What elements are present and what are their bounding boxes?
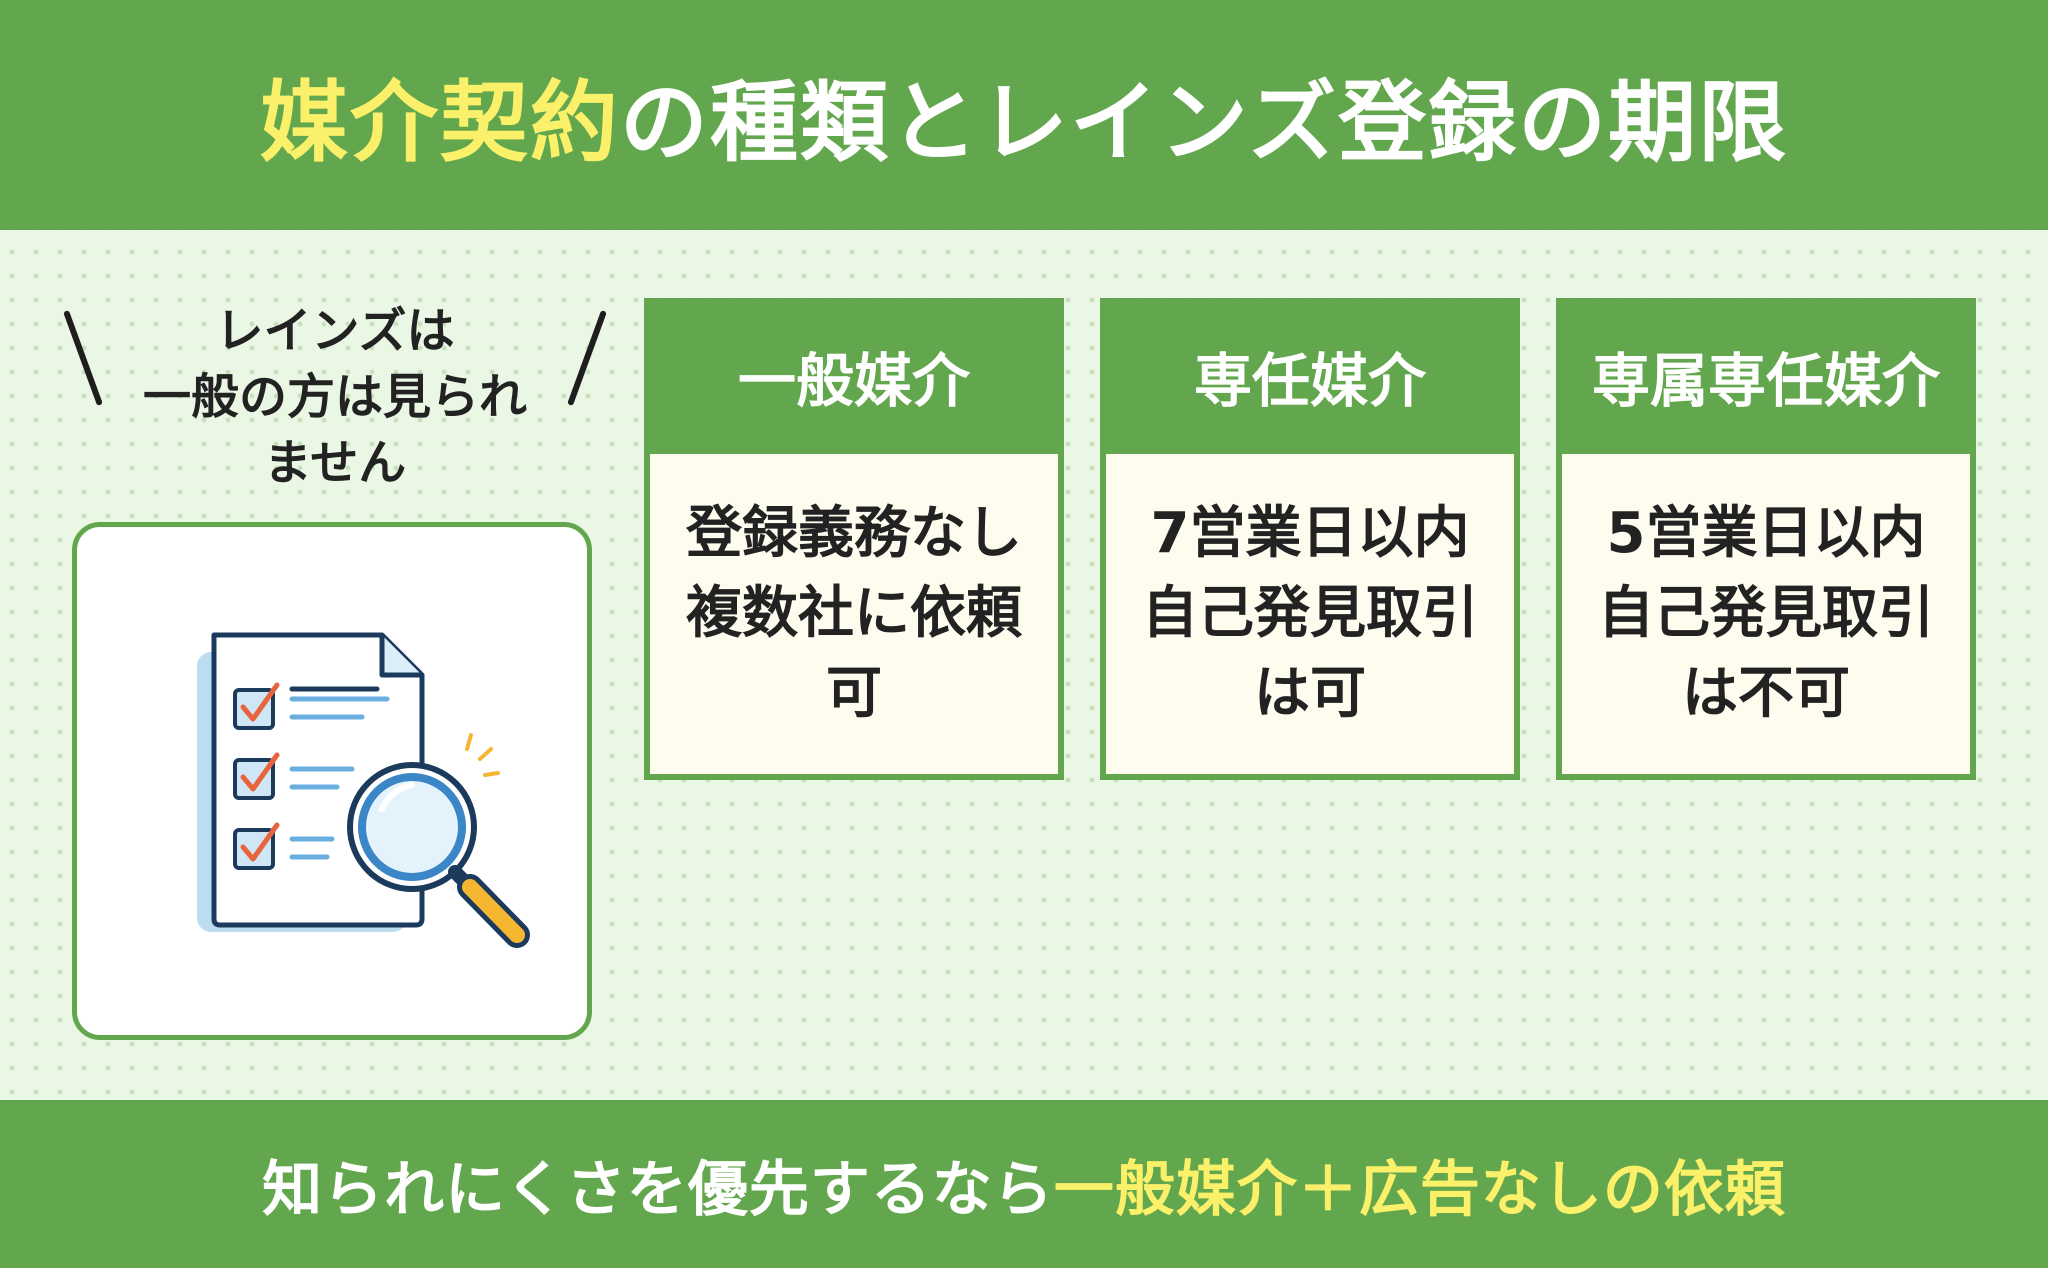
contract-types: 一般媒介 登録義務なし 複数社に依頼 可 専任媒介 7営業日以内 自己発見取引 … [644,298,1976,780]
callout-line: 一般の方は見られ [142,369,527,425]
card-title: 専属専任媒介 [1591,347,1940,415]
card-line: は可 [1254,661,1366,726]
title-highlight: 媒介契約 [259,70,620,174]
footer-banner: 知られにくさを優先するなら一般媒介＋広告なしの依頼 [0,1100,2048,1268]
card-exclusive: 専任媒介 7営業日以内 自己発見取引 は可 [1100,298,1520,780]
callout-slash-right [567,309,607,407]
card-line: 登録義務なし [686,501,1022,566]
card-body: 7営業日以内 自己発見取引 は可 [1106,454,1514,774]
illustration-card [72,522,592,1040]
callout-line: ません [263,435,407,491]
card-line: は不可 [1682,661,1850,726]
card-title: 専任媒介 [1193,347,1426,415]
card-body: 登録義務なし 複数社に依頼 可 [650,454,1058,774]
card-exclusive-dedicated: 専属専任媒介 5営業日以内 自己発見取引 は不可 [1556,298,1976,780]
card-line: 自己発見取引 [1142,581,1478,646]
card-line: 可 [826,661,882,726]
header-banner: 媒介契約の種類とレインズ登録の期限 [0,0,2048,230]
card-line: 複数社に依頼 [686,581,1022,646]
card-line: 7営業日以内 [1150,501,1470,566]
footer-plain: 知られにくさを優先するなら [262,1154,1054,1225]
card-title: 一般媒介 [737,347,970,415]
callout-line: レインズは [215,303,455,359]
checklist-magnifier-icon [197,632,530,948]
card-body: 5営業日以内 自己発見取引 は不可 [1562,454,1970,774]
card-line: 5営業日以内 [1606,501,1926,566]
callout-slash-left [63,309,103,407]
footer-highlight: 一般媒介＋広告なしの依頼 [1053,1154,1786,1225]
title-rest: の種類とレインズ登録の期限 [619,70,1789,174]
speech-callout: レインズは 一般の方は見られ ません [60,298,610,498]
card-general: 一般媒介 登録義務なし 複数社に依頼 可 [644,298,1064,780]
callout-text: レインズは 一般の方は見られ ません [120,298,550,496]
footer-message: 知られにくさを優先するなら一般媒介＋広告なしの依頼 [262,1141,1786,1228]
page-title: 媒介契約の種類とレインズ登録の期限 [260,52,1788,179]
card-line: 自己発見取引 [1598,581,1934,646]
